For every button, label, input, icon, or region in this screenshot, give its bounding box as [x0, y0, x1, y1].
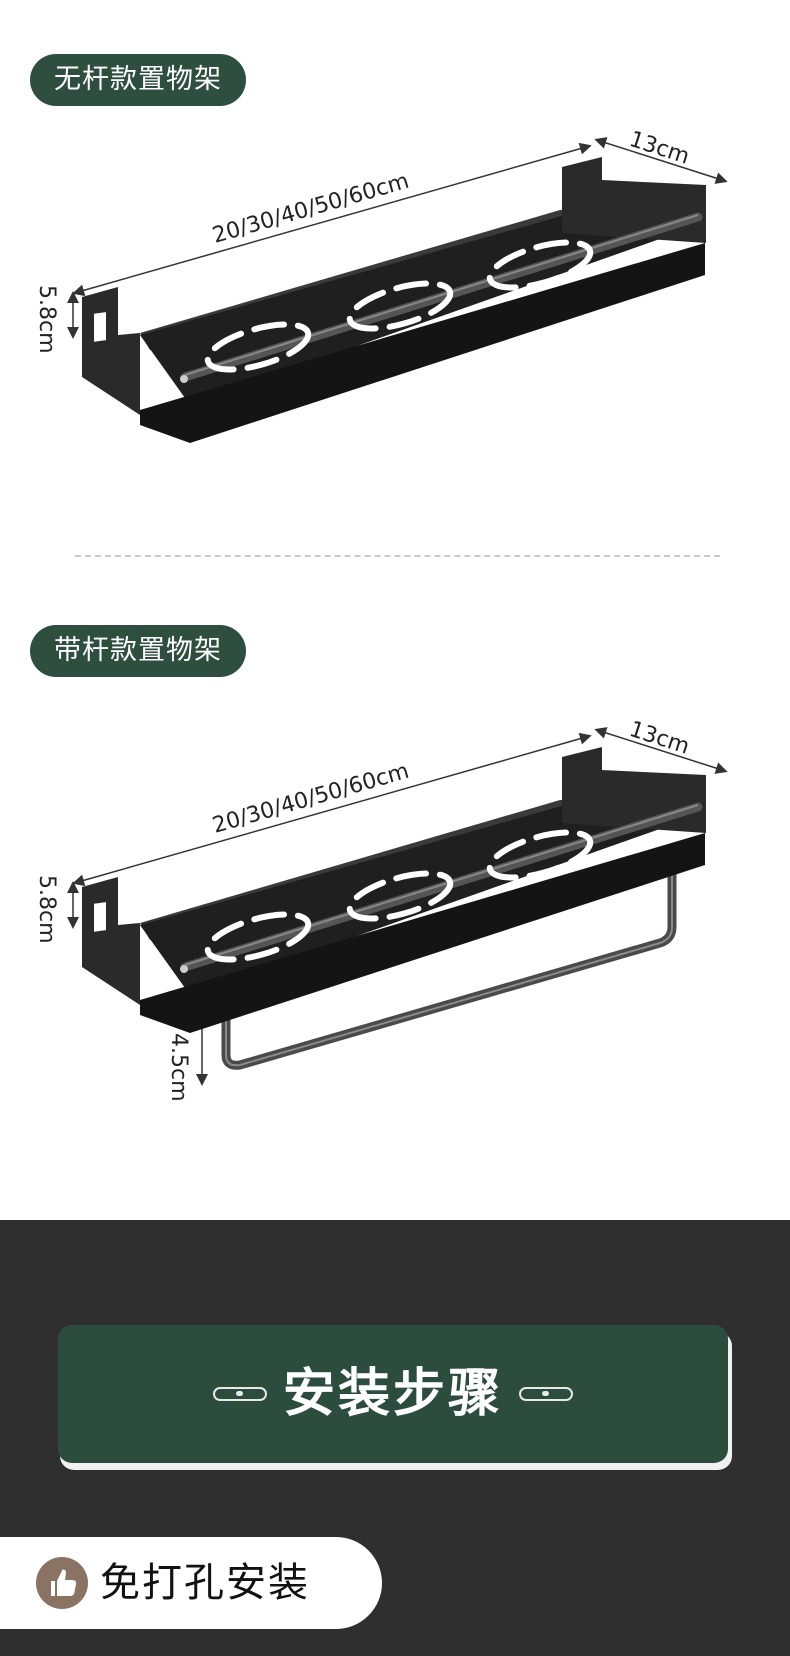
rodless-shelf-label: 无杆款置物架 — [30, 54, 246, 106]
length-dimension-line — [72, 142, 592, 297]
depth-dimension-line — [594, 727, 728, 774]
decorative-capsule-icon — [213, 1387, 267, 1401]
length-dimension-label: 20/30/40/50/60cm — [210, 169, 412, 249]
rodless-shelf-diagram: 20/30/40/50/60cm 13cm 5.8cm — [0, 125, 790, 465]
height-dimension-label: 5.8cm — [34, 285, 59, 354]
shelf-body — [82, 125, 706, 443]
height-dimension-label: 5.8cm — [34, 875, 59, 944]
install-steps-title: 安装步骤 — [282, 1364, 503, 1424]
no-drill-feature-tag: 免打孔安装 — [0, 1537, 382, 1629]
shelf-body — [82, 715, 706, 1070]
rod-drop-dimension-label: 4.5cm — [166, 1033, 191, 1102]
thumbs-up-icon — [36, 1557, 88, 1609]
rod-shelf-drawing: 20/30/40/50/60cm 13cm 5.8cm 4.5cm — [34, 715, 728, 1102]
install-steps-banner: 安装步骤 — [58, 1325, 728, 1463]
depth-dimension-label: 13cm — [626, 717, 692, 760]
rod-shelf-diagram: 20/30/40/50/60cm 13cm 5.8cm 4.5cm — [0, 715, 790, 1125]
length-dimension-label: 20/30/40/50/60cm — [210, 759, 412, 839]
decorative-capsule-icon — [519, 1387, 573, 1401]
length-dimension-line — [72, 732, 592, 887]
rodless-shelf-drawing: 20/30/40/50/60cm 13cm 5.8cm — [34, 125, 728, 443]
depth-dimension-line — [594, 137, 728, 184]
no-drill-feature-label: 免打孔安装 — [100, 1560, 310, 1606]
rod-shelf-label: 带杆款置物架 — [30, 625, 246, 677]
section-divider — [75, 555, 720, 557]
depth-dimension-label: 13cm — [626, 127, 692, 170]
